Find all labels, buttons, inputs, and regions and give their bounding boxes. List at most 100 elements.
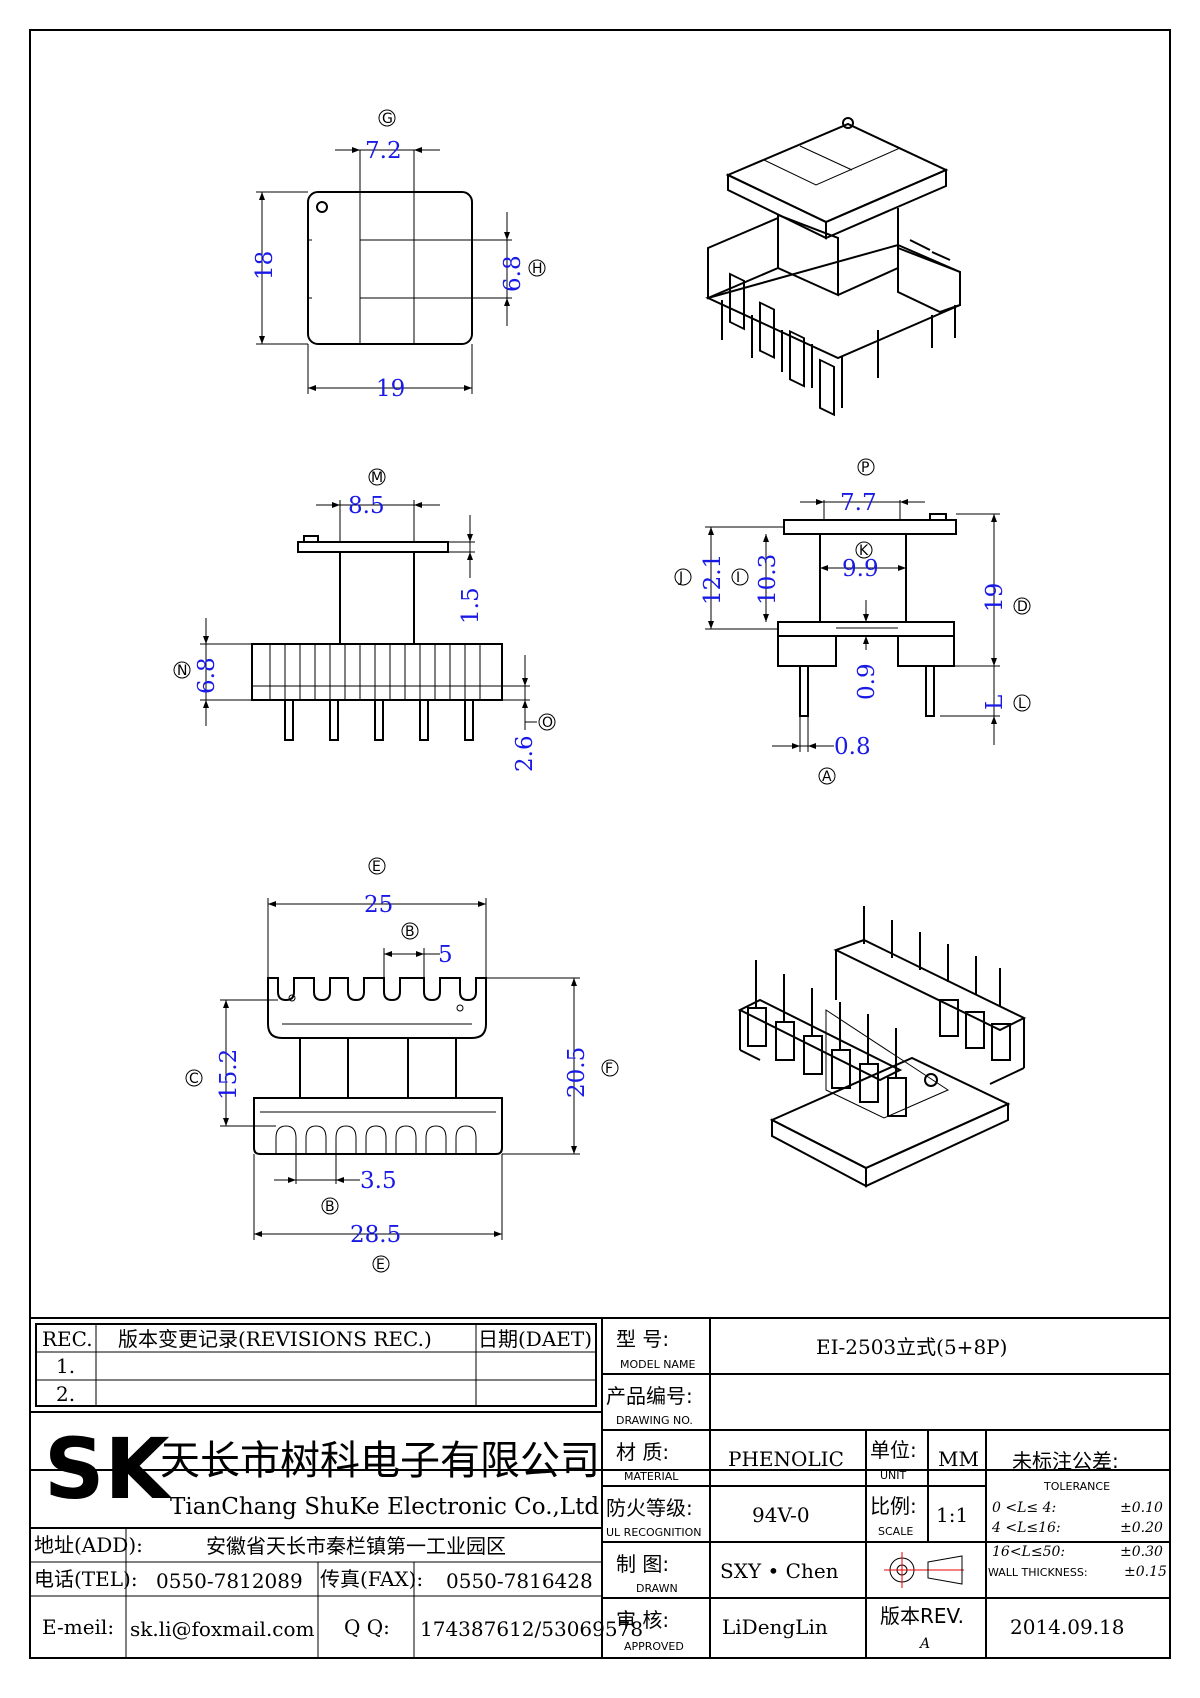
label-e-top: E [372,859,381,875]
isometric-view-bottom [737,906,1027,1188]
company-logo: SK [44,1420,172,1518]
tel-label: 电话(TEL): [34,1567,138,1591]
dim-b-bottom-value: 3.5 [360,1168,397,1194]
rev-header: REC. [42,1327,93,1351]
qq-label: Q Q: [344,1615,390,1639]
fire-label: 防火等级: [606,1496,693,1520]
tolerance-range-2: 4 <L≤16: [991,1520,1061,1536]
dim-a-value: 0.8 [834,734,871,760]
label-a: A [822,769,832,785]
side-view: 8.5 M 1.5 6.8 N 2.6 O [173,468,556,772]
label-d: D [1017,599,1028,615]
drawn-label-en: DRAWN [636,1582,678,1595]
drawing-label: 产品编号: [606,1384,693,1408]
tolerance-value-1: ±0.10 [1120,1500,1163,1516]
drawing-label-en: DRAWING NO. [616,1414,693,1427]
top-view: 7.2 G 6.8 H 18 19 [252,109,546,402]
dim-height-value: 18 [252,251,278,280]
tolerance-range-1: 0 <L≤ 4: [992,1500,1056,1516]
tolerance-value-2: ±0.20 [1120,1520,1163,1536]
label-n: N [177,663,187,679]
top-view-pin1-hole [316,201,328,213]
rev-row-2: 2. [56,1382,75,1406]
label-g: G [382,111,393,127]
material-value: PHENOLIC [728,1447,844,1471]
email-label: E-meil: [42,1615,114,1639]
scale-label-en: SCALE [878,1525,913,1538]
tolerance-title-en: TOLERANCE [1043,1480,1110,1493]
drawn-value: SXY • Chen [720,1559,839,1583]
front-view: 7.7 P 9.9 K 12.1 J 10.3 I 19 D 0.9 [674,458,1031,785]
dim-width-value: 19 [376,376,405,402]
dim-g-value: 7.2 [365,138,402,164]
unit-label: 单位: [870,1438,917,1462]
email-value: sk.li@foxmail.com [130,1617,315,1641]
date-value: 2014.09.18 [1010,1615,1125,1639]
label-k: K [859,543,869,559]
dim-e-top-value: 25 [364,892,393,918]
dim-h-value: 6.8 [500,255,526,292]
dim-i-value: 10.3 [755,554,781,605]
dim-b-top-value: 5 [438,942,453,968]
drawing-border [29,29,1171,1471]
tolerance-title: 未标注公差: [1012,1449,1119,1473]
rev-label: 版本REV. [880,1604,964,1628]
dim-n-value: 6.8 [194,657,220,694]
dim-c-value: 15.2 [216,1049,242,1100]
tolerance-value-3: ±0.30 [1120,1544,1163,1560]
approved-label-en: APPROVED [624,1640,684,1653]
material-label-en: MATERIAL [624,1470,679,1483]
title-block: REC. 版本变更记录(REVISIONS REC.) 日期(DAET) 1. … [29,1317,1171,1659]
wall-value: ±0.15 [1124,1564,1167,1580]
label-i: I [736,570,740,586]
label-m: M [371,470,383,486]
bottom-view: 25 E 5 B 15.2 C 20.5 F 3.5 B [185,857,619,1273]
label-j: J [678,570,683,586]
unit-value: MM [938,1447,979,1471]
dim-e-bottom-value: 28.5 [350,1222,401,1248]
fire-value: 94V-0 [752,1503,810,1527]
isometric-view-top [705,117,961,417]
dim-j-value: 12.1 [700,554,726,605]
dim-m-value: 8.5 [348,493,385,519]
scale-value: 1:1 [936,1503,968,1527]
qq-value: 174387612/53069578 [420,1617,643,1641]
label-c: C [189,1071,199,1087]
dim-f-value: 20.5 [564,1047,590,1098]
top-view-outline [307,191,473,345]
dim-o-value: 2.6 [512,735,538,772]
address-value: 安徽省天长市秦栏镇第一工业园区 [206,1534,506,1558]
dim-d-value: 19 [982,583,1008,612]
rev-row-1: 1. [56,1354,75,1378]
label-b-bottom: B [325,1199,335,1215]
company-name-cn: 天长市树科电子有限公司 [160,1438,600,1484]
model-label: 型 号: [616,1327,669,1351]
label-l: L [1018,696,1026,712]
label-b-top: B [405,924,415,940]
dim-flange-value: 1.5 [458,587,484,624]
wall-label: WALL THICKNESS: [988,1566,1088,1579]
label-o: O [542,715,553,731]
dim-p-value: 7.7 [840,490,877,516]
material-label: 材 质: [616,1440,669,1464]
label-f: F [605,1061,613,1077]
unit-label-en: UNIT [880,1469,907,1482]
projection-symbol [884,1552,964,1588]
approved-value: LiDengLin [722,1615,828,1639]
model-label-en: MODEL NAME [620,1358,695,1371]
label-e-bottom: E [376,1257,385,1273]
rev-value: A [918,1636,930,1652]
label-h: H [532,261,543,277]
scale-label: 比例: [870,1494,917,1518]
fax-label: 传真(FAX): [320,1567,423,1591]
dim-l-value: L [982,695,1008,710]
fire-label-en: UL RECOGNITION [606,1526,701,1539]
rev-date-header: 日期(DAET) [478,1327,592,1351]
model-value: EI-2503立式(5+8P) [816,1335,1007,1359]
approved-label: 审 核: [616,1608,669,1632]
tolerance-range-3: 16<L≤50: [992,1544,1065,1560]
company-name-en: TianChang ShuKe Electronic Co.,Ltd [170,1494,599,1520]
rev-desc-header: 版本变更记录(REVISIONS REC.) [118,1327,432,1351]
dim-k-value: 9.9 [842,556,879,582]
drawn-label: 制 图: [616,1552,669,1576]
